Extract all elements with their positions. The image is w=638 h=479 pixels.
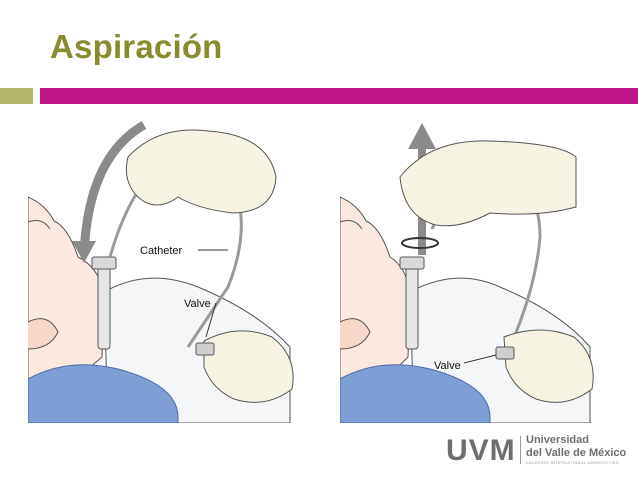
label-catheter: Catheter xyxy=(140,245,183,257)
slide-title: Aspiración xyxy=(50,28,223,65)
logo-divider xyxy=(520,436,521,464)
logo-tagline: LAUREATE INTERNATIONAL UNIVERSITIES xyxy=(526,460,619,465)
suction-insertion-illustration: Catheter Valve xyxy=(28,117,318,423)
logo-university-line: Universidad xyxy=(526,434,589,446)
uvm-logo: UVM Universidad del Valle de México LAUR… xyxy=(446,432,636,468)
label-valve-right: Valve xyxy=(434,360,461,372)
side-accent-bar xyxy=(0,88,33,104)
label-valve-left: Valve xyxy=(184,298,211,310)
title-underline-bar xyxy=(40,88,638,104)
logo-name-line: del Valle de México xyxy=(526,447,627,459)
logo-mark: UVM xyxy=(446,434,516,467)
suction-withdrawal-illustration: Valve xyxy=(340,117,610,423)
